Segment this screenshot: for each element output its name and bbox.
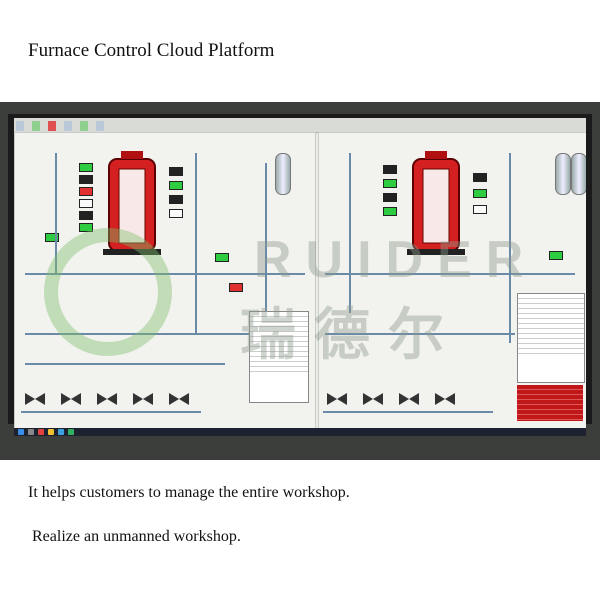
pipe	[25, 333, 305, 335]
pipe	[325, 273, 575, 275]
start-icon[interactable]	[18, 429, 24, 435]
data-table	[517, 293, 585, 383]
data-table	[249, 311, 309, 403]
status-tag[interactable]	[549, 251, 563, 260]
pipe	[195, 153, 197, 333]
furnace-diagram-left	[103, 151, 161, 255]
status-tag[interactable]	[473, 189, 487, 198]
status-tag[interactable]	[79, 211, 93, 220]
screen-tab[interactable]	[96, 121, 104, 131]
pipe	[25, 363, 225, 365]
app-icon[interactable]	[58, 429, 64, 435]
pipe	[509, 153, 511, 343]
pipe	[55, 153, 57, 273]
status-tag[interactable]	[45, 233, 59, 242]
status-tag[interactable]	[229, 283, 243, 292]
status-tag[interactable]	[79, 223, 93, 232]
status-tag[interactable]	[79, 175, 93, 184]
gas-tank	[275, 153, 291, 195]
app-icon[interactable]	[68, 429, 74, 435]
status-tag[interactable]	[215, 253, 229, 262]
valve-row-right	[323, 393, 493, 413]
status-tag[interactable]	[79, 199, 93, 208]
status-tag[interactable]	[383, 179, 397, 188]
alarm-list[interactable]	[517, 385, 583, 421]
pipe	[349, 153, 351, 313]
screen-tab[interactable]	[64, 121, 72, 131]
screen-tab[interactable]	[48, 121, 56, 131]
status-tag[interactable]	[169, 209, 183, 218]
gas-tank	[555, 153, 571, 195]
search-icon[interactable]	[28, 429, 34, 435]
status-tag[interactable]	[473, 173, 487, 182]
screen-tab[interactable]	[16, 121, 24, 131]
pipe	[25, 273, 305, 275]
status-tag[interactable]	[383, 193, 397, 202]
status-tag[interactable]	[383, 165, 397, 174]
page-title: Furnace Control Cloud Platform	[28, 40, 275, 61]
pipe	[325, 333, 515, 335]
caption-line: It helps customers to manage the entire …	[28, 484, 350, 501]
status-tag[interactable]	[169, 167, 183, 176]
furnace-diagram-right	[407, 151, 465, 255]
monitor-frame: RUIDER 瑞德尔	[8, 114, 592, 436]
caption-line: Realize an unmanned workshop.	[32, 528, 241, 545]
screen-tab-bar	[14, 118, 586, 133]
left-control-panel	[14, 132, 316, 430]
folder-icon[interactable]	[48, 429, 54, 435]
windows-taskbar	[14, 428, 586, 436]
gas-tank	[571, 153, 586, 195]
monitor-photo: RUIDER 瑞德尔	[0, 102, 600, 460]
status-tag[interactable]	[383, 207, 397, 216]
status-tag[interactable]	[79, 163, 93, 172]
status-tag[interactable]	[169, 195, 183, 204]
app-icon[interactable]	[38, 429, 44, 435]
status-tag[interactable]	[473, 205, 487, 214]
pipe	[265, 163, 267, 363]
scada-screen: RUIDER 瑞德尔	[14, 118, 586, 436]
screen-tab[interactable]	[80, 121, 88, 131]
screen-tab[interactable]	[32, 121, 40, 131]
valve-row-left	[21, 393, 201, 413]
status-tag[interactable]	[79, 187, 93, 196]
status-tag[interactable]	[169, 181, 183, 190]
right-control-panel	[318, 132, 586, 430]
